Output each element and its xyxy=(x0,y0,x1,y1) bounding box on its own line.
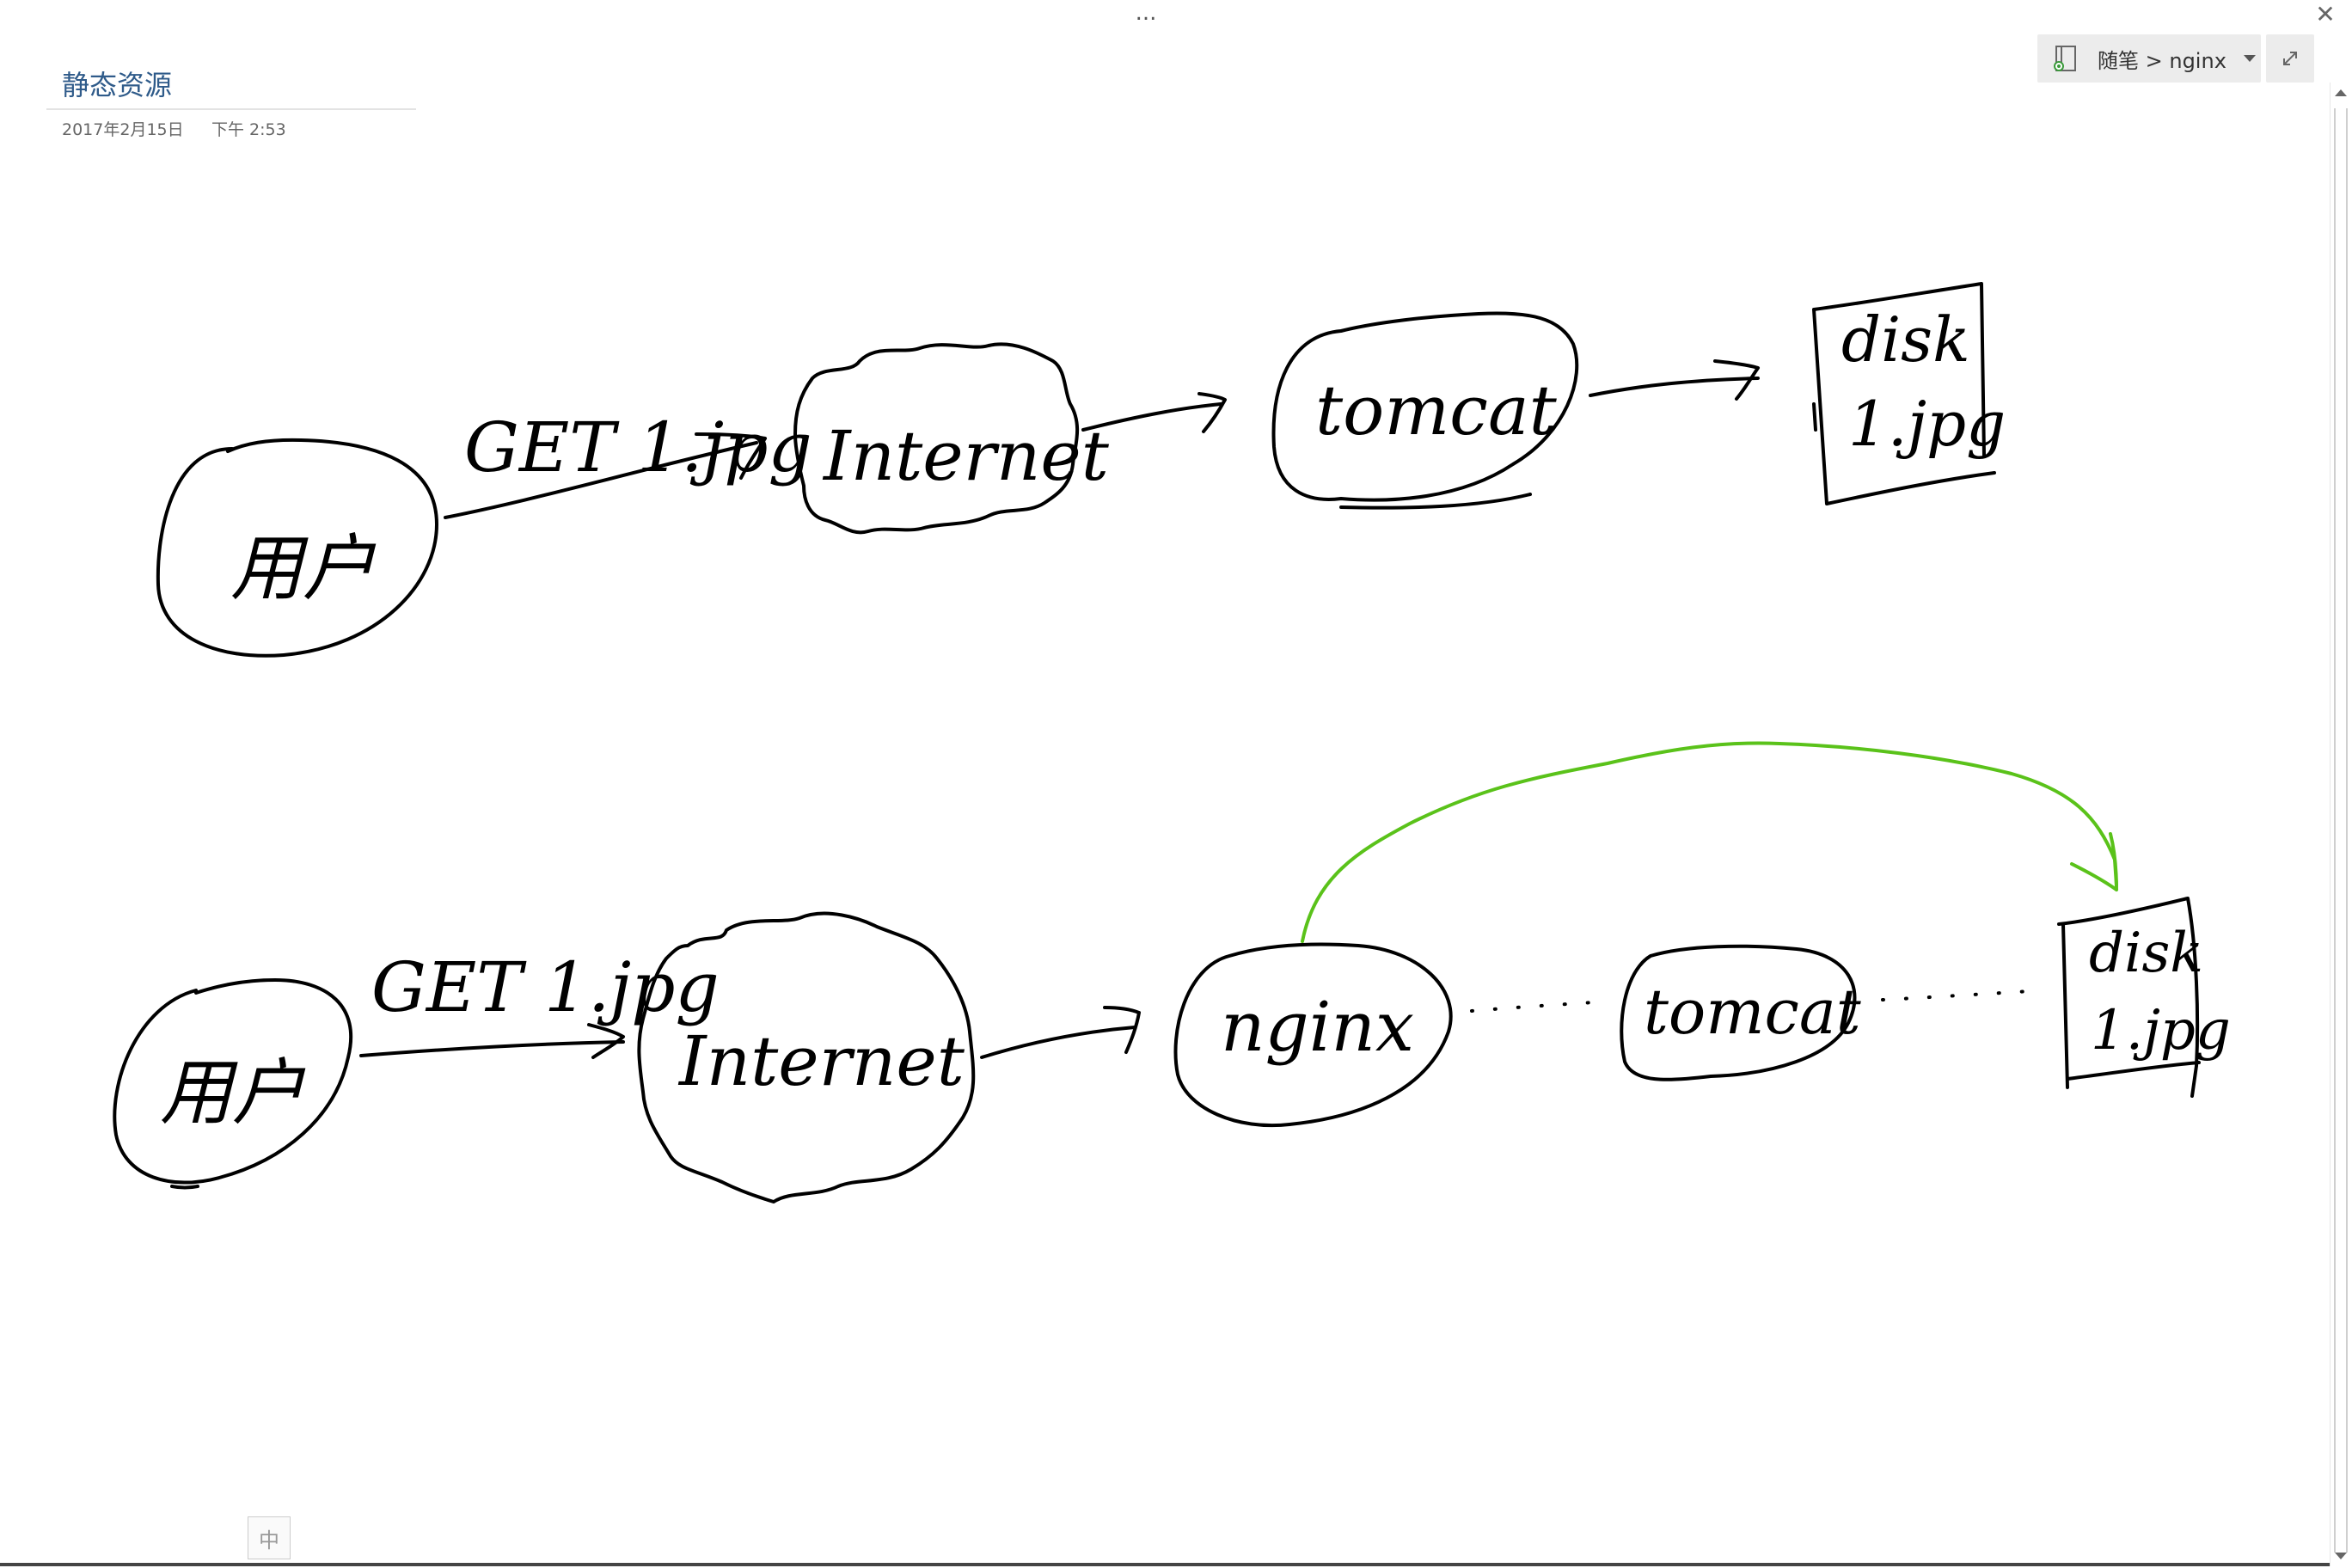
row2-user-ellipse xyxy=(113,978,353,1190)
row2-internet-cloud xyxy=(637,911,976,1204)
row1-internet-label: Internet xyxy=(822,416,1110,496)
row1-request-arrowhead xyxy=(695,432,767,480)
row2-disk-file: 1.jpg xyxy=(2091,999,2231,1063)
row2-green-arrowhead xyxy=(2070,832,2118,891)
row2-user-label: 用户 xyxy=(160,1050,306,1135)
title-divider xyxy=(46,108,416,110)
row2-internet-label: Internet xyxy=(677,1021,965,1101)
row2-dotted-to-tomcat xyxy=(1470,1000,1611,1013)
row2-disk-box xyxy=(2057,897,2201,1098)
bottom-border xyxy=(0,1563,2330,1566)
row1-arrow-to-tomcat xyxy=(1081,402,1222,432)
row1-arrow-to-tomcat-head xyxy=(1197,392,1227,433)
expand-button[interactable] xyxy=(2266,34,2314,83)
row1-internet-cloud xyxy=(793,342,1080,535)
close-icon[interactable]: ✕ xyxy=(2315,0,2336,28)
row2-tomcat-ellipse xyxy=(1620,944,1857,1081)
vertical-scrollbar[interactable] xyxy=(2330,83,2351,1566)
row2-disk-label: disk xyxy=(2089,922,2203,985)
row1-user-ellipse xyxy=(156,438,438,658)
row2-tomcat-label: tomcat xyxy=(1644,976,1862,1048)
note-date: 2017年2月15日 xyxy=(62,120,184,139)
row1-disk-label: disk xyxy=(1841,303,1970,376)
row2-dotted-to-disk xyxy=(1881,989,2046,1001)
ime-indicator[interactable]: 中 xyxy=(248,1516,291,1559)
row2-request-label: GET 1.jpg xyxy=(371,947,720,1027)
row2-arrow-to-nginx xyxy=(980,1026,1136,1059)
scroll-up-icon[interactable] xyxy=(2335,89,2347,96)
row2-nginx-ellipse xyxy=(1173,942,1453,1128)
chevron-down-icon xyxy=(2243,55,2256,62)
row2-request-arrowhead xyxy=(587,1023,625,1059)
scroll-thumb[interactable] xyxy=(2334,108,2348,1553)
row2-green-bypass-arrow xyxy=(1301,741,2118,943)
row2-request-arrow xyxy=(359,1040,625,1057)
row1-arrow-to-disk-head xyxy=(1713,359,1760,401)
window-drag-handle[interactable]: ... xyxy=(1135,0,1157,26)
row2-nginx-label: nginx xyxy=(1221,987,1414,1067)
row1-tomcat-ellipse xyxy=(1271,311,1579,510)
expand-icon xyxy=(2283,52,2297,65)
scroll-down-icon[interactable] xyxy=(2335,1553,2347,1559)
notebook-breadcrumb: 随笔 > nginx xyxy=(2098,48,2226,73)
row1-request-label: GET 1.jpg xyxy=(464,407,812,487)
row2-arrow-to-nginx-head xyxy=(1103,1006,1141,1054)
note-time: 下午 2:53 xyxy=(211,120,286,139)
row1-disk-box xyxy=(1812,282,1996,505)
row1-tomcat-label: tomcat xyxy=(1315,371,1558,450)
notebook-icon xyxy=(2053,44,2082,73)
row1-disk-file: 1.jpg xyxy=(1848,388,2006,460)
row1-request-arrow xyxy=(444,441,758,519)
row1-arrow-to-disk xyxy=(1589,377,1760,397)
row1-user-label: 用户 xyxy=(230,526,377,610)
page-title[interactable]: 静态资源 xyxy=(62,69,173,101)
notebook-selector[interactable]: 随笔 > nginx xyxy=(2037,34,2261,83)
